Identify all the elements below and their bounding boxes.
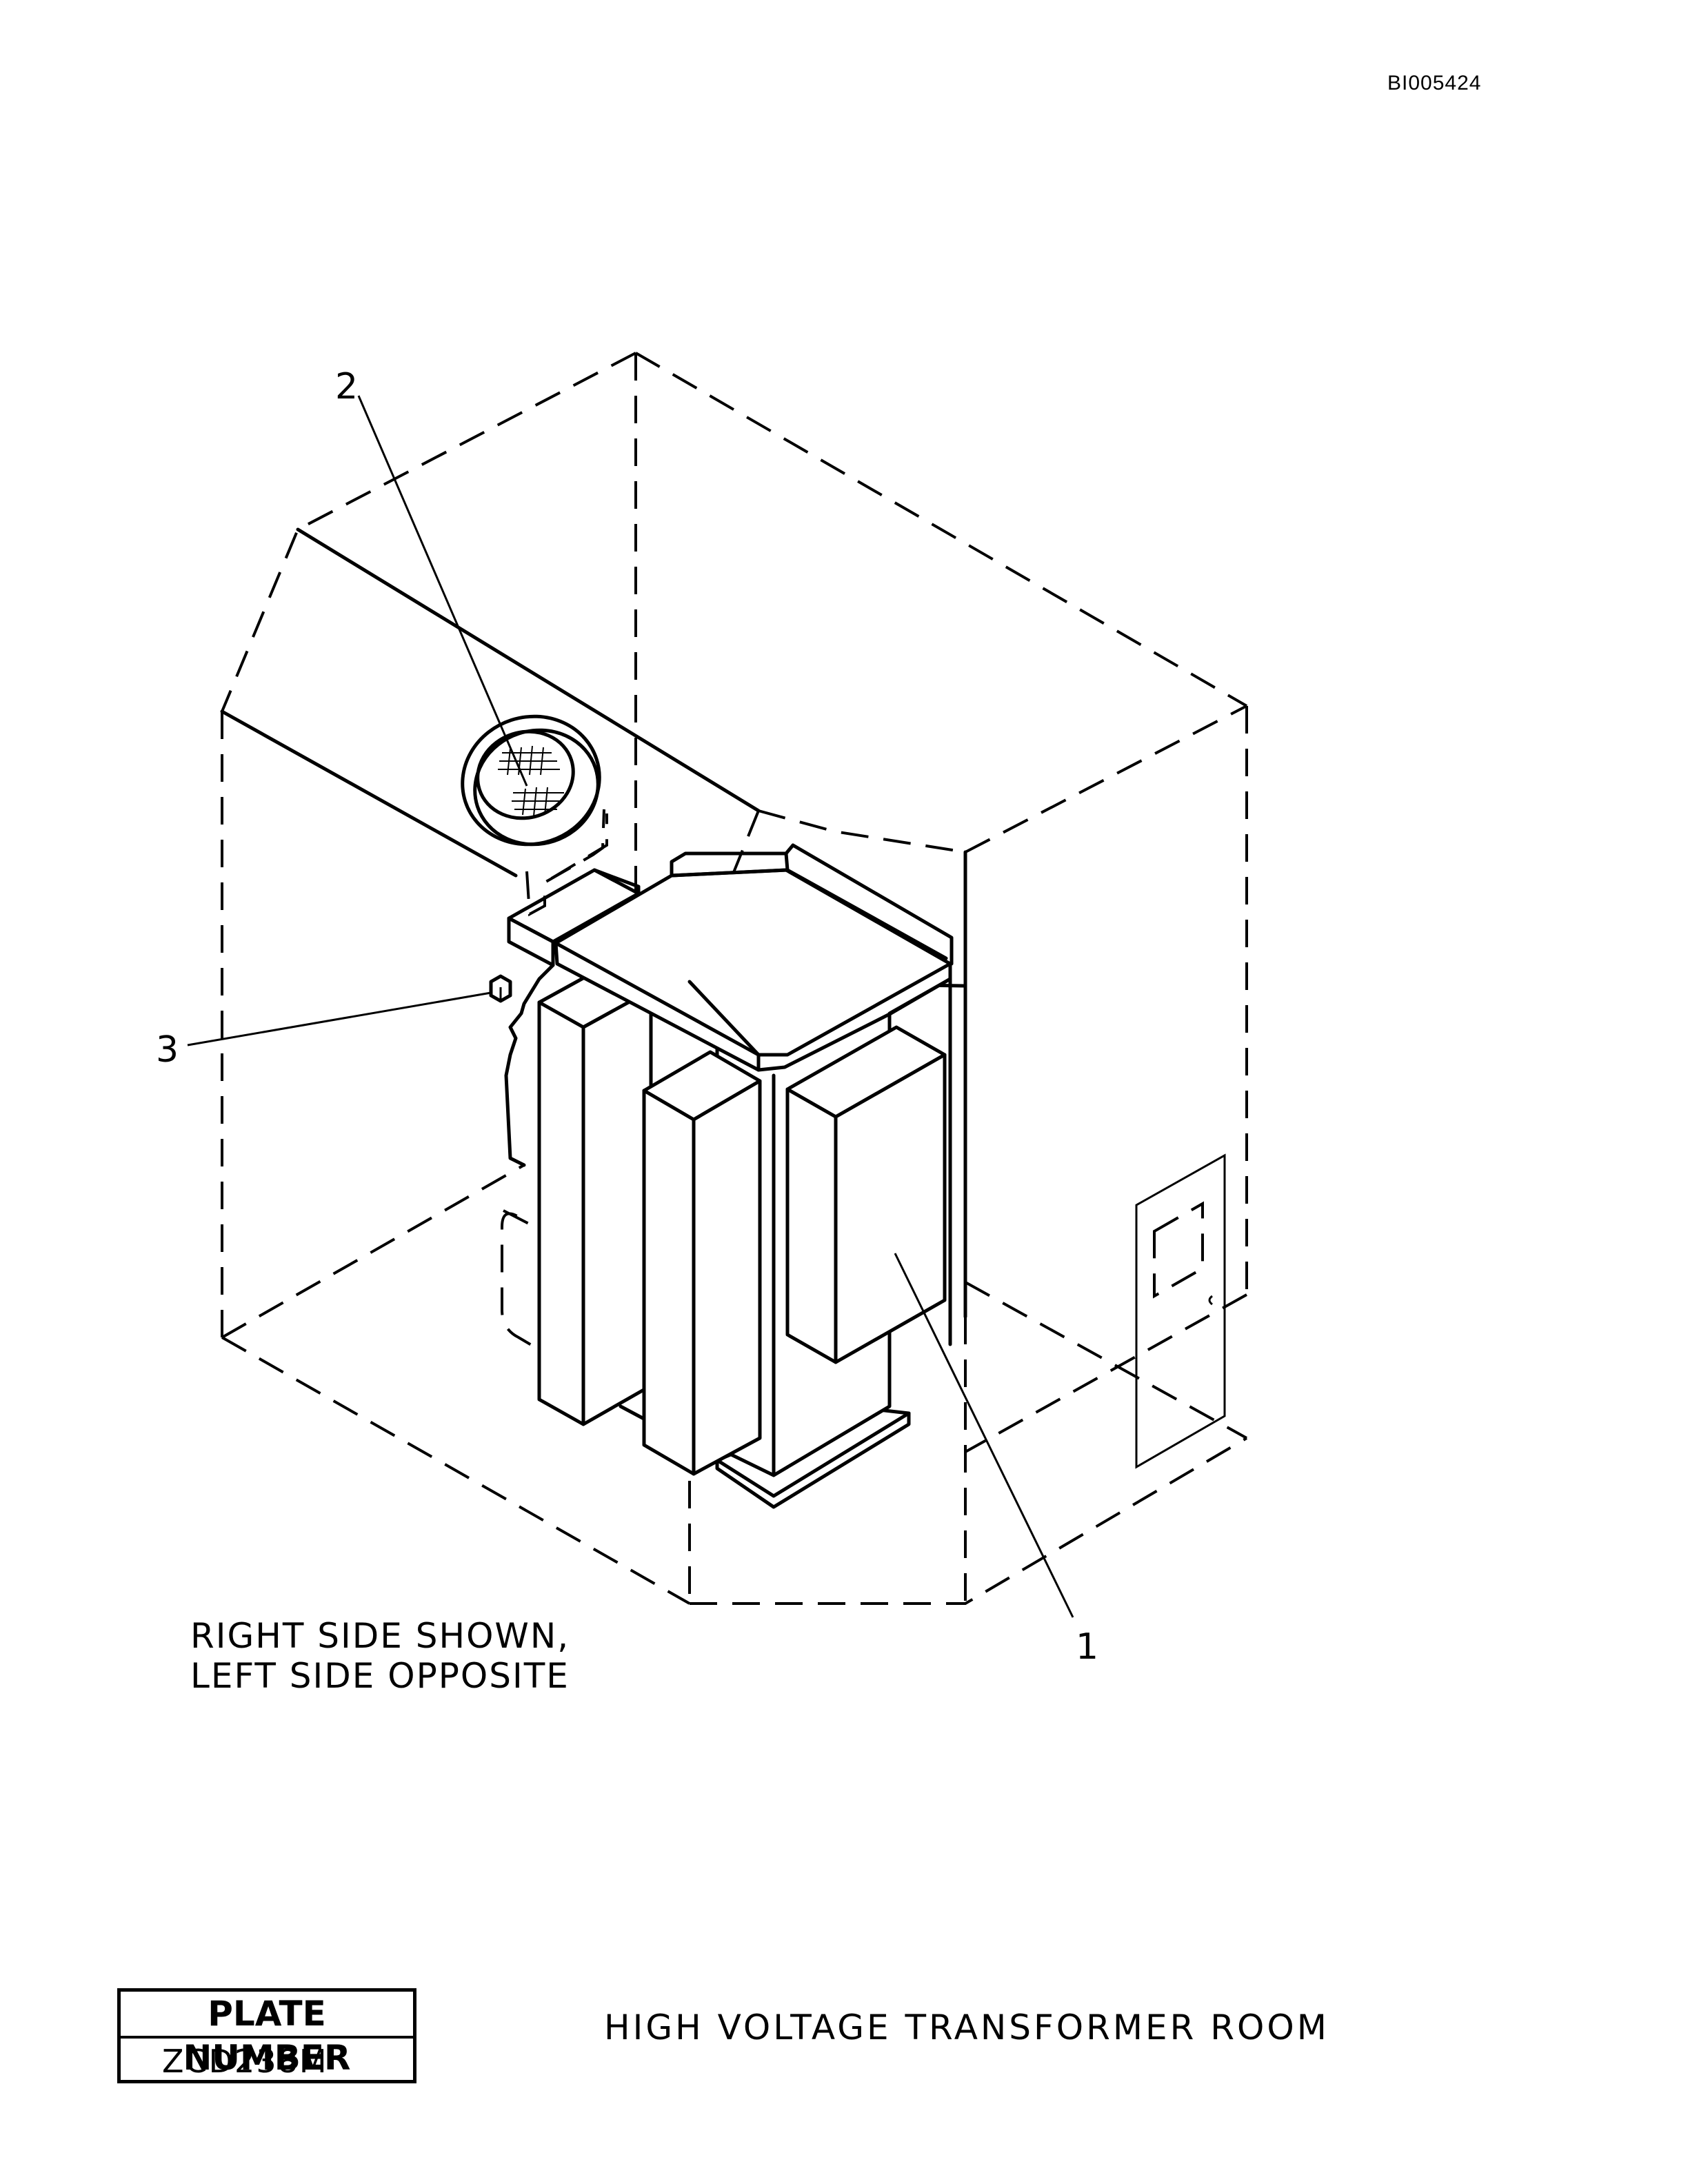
leader-line-1 bbox=[894, 1253, 1074, 1618]
mounting-bracket bbox=[489, 963, 555, 1167]
leader-line-2 bbox=[357, 395, 528, 787]
room-door bbox=[1135, 1153, 1226, 1469]
plate-number-box: PLATE NUMBER ZCD238M bbox=[117, 1988, 416, 2083]
plate-number-label: PLATE NUMBER bbox=[121, 1992, 413, 2078]
callout-1: 1 bbox=[1076, 1626, 1098, 1668]
view-note: RIGHT SIDE SHOWN, LEFT SIDE OPPOSITE bbox=[190, 1616, 570, 1696]
fan-grille-icon bbox=[498, 745, 564, 817]
document-id: BI005424 bbox=[1387, 72, 1482, 94]
transformer-top-frame bbox=[507, 843, 954, 1346]
transformer-coil-center bbox=[642, 1050, 762, 1476]
leader-line-3 bbox=[187, 991, 492, 1046]
callout-2: 2 bbox=[335, 366, 358, 407]
plate-number-value: ZCD238M bbox=[162, 2043, 328, 2080]
transformer-coil-left bbox=[537, 963, 653, 1426]
view-note-line-2: LEFT SIDE OPPOSITE bbox=[190, 1656, 570, 1696]
callout-3: 3 bbox=[156, 1029, 179, 1071]
view-note-line-1: RIGHT SIDE SHOWN, bbox=[190, 1616, 570, 1656]
transformer-coil-right bbox=[785, 1025, 947, 1364]
ventilation-fan bbox=[461, 714, 608, 917]
drawing-title: HIGH VOLTAGE TRANSFORMER ROOM bbox=[604, 2008, 1329, 2048]
wall-access-panel bbox=[501, 1209, 567, 1359]
